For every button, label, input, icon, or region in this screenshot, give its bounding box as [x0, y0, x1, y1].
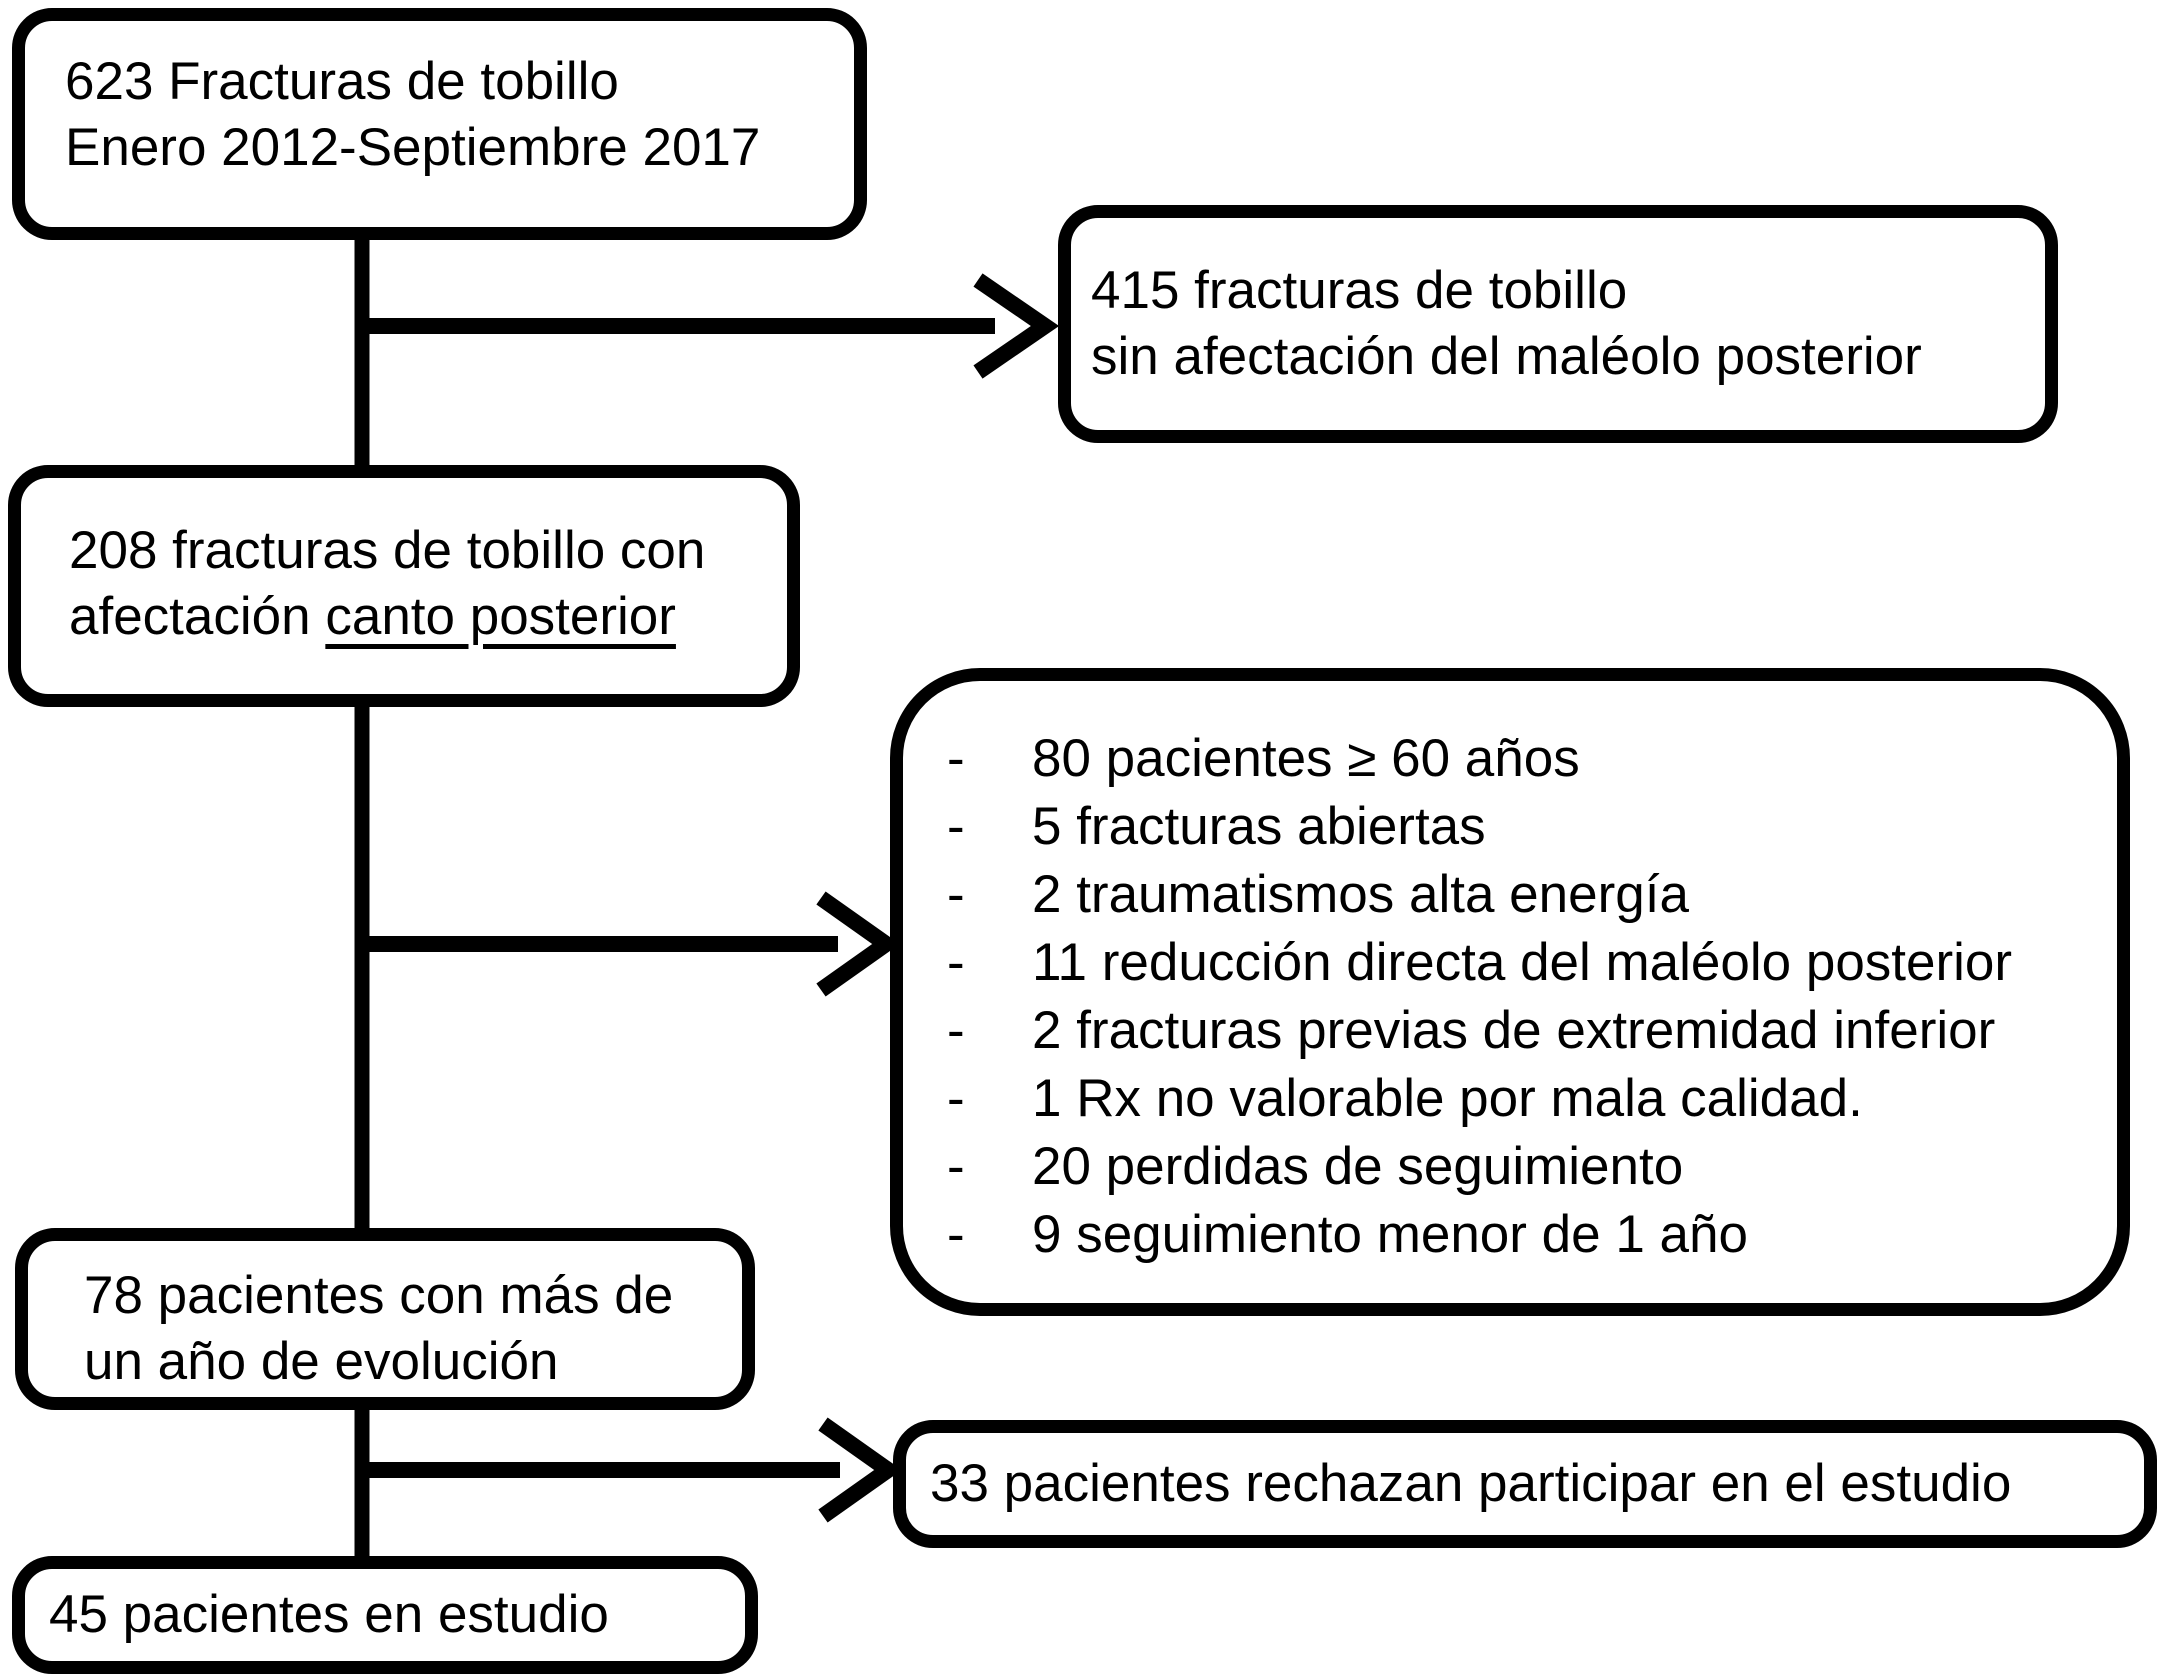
exclusion-item-label: 2 fracturas previas de extremidad inferi… — [1032, 1001, 1996, 1060]
exclusion-item-label: 11 reducción directa del maléolo posteri… — [1032, 933, 2013, 992]
exclusion-item-label: 9 seguimiento menor de 1 año — [1032, 1205, 1748, 1264]
box-final-line1: 45 pacientes en estudio — [49, 1585, 609, 1644]
arrow-to-exclusions — [356, 891, 900, 997]
arrowhead-icon — [973, 273, 1060, 379]
arrowhead-icon — [818, 1417, 902, 1523]
box-posterior-line1: 208 fracturas de tobillo con — [69, 521, 706, 580]
box-no-posterior-line2: sin afectación del maléolo posterior — [1091, 327, 1922, 386]
box-refused-line1: 33 pacientes rechazan participar en el e… — [930, 1454, 2012, 1513]
box-total-line1: 623 Fracturas de tobillo — [65, 52, 619, 111]
exclusion-item-label: 80 pacientes ≥ 60 años — [1032, 729, 1580, 788]
exclusion-item: - 9 seguimiento menor de 1 año — [947, 1201, 2117, 1269]
exclusion-item: - 5 fracturas abiertas — [947, 793, 2117, 861]
exclusion-item: - 20 perdidas de seguimiento — [947, 1133, 2117, 1201]
bullet-dash: - — [947, 1001, 965, 1060]
box-no-posterior-line1: 415 fracturas de tobillo — [1091, 261, 1628, 320]
bullet-dash: - — [947, 729, 965, 788]
bullet-dash: - — [947, 933, 965, 992]
exclusion-item-label: 1 Rx no valorable por mala calidad. — [1032, 1069, 1863, 1128]
exclusion-item: - 2 traumatismos alta energía — [947, 861, 2117, 929]
arrowhead-icon — [816, 891, 900, 997]
exclusion-item: - 80 pacientes ≥ 60 años — [947, 725, 2117, 793]
exclusion-item-label: 5 fracturas abiertas — [1032, 797, 1486, 856]
bullet-dash: - — [947, 1137, 965, 1196]
box-followup-line2: un año de evolución — [84, 1332, 559, 1391]
exclusion-item-label: 20 perdidas de seguimiento — [1032, 1137, 1684, 1196]
box-posterior-line2-prefix: afectación — [69, 587, 326, 646]
exclusion-item: - 2 fracturas previas de extremidad infe… — [947, 997, 2117, 1065]
exclusion-item: - 1 Rx no valorable por mala calidad. — [947, 1065, 2117, 1133]
box-total-line2: Enero 2012-Septiembre 2017 — [65, 118, 761, 177]
box-final-study-patients: 45 pacientes en estudio — [12, 1556, 758, 1674]
arrow-to-refused — [356, 1417, 902, 1523]
exclusion-item-label: 2 traumatismos alta energía — [1032, 865, 1689, 924]
bullet-dash: - — [947, 1205, 965, 1264]
box-exclusion-criteria: - 80 pacientes ≥ 60 años - 5 fracturas a… — [890, 668, 2130, 1316]
exclusion-list: - 80 pacientes ≥ 60 años - 5 fracturas a… — [947, 725, 2117, 1269]
box-followup-patients: 78 pacientes con más de un año de evoluc… — [15, 1228, 755, 1410]
bullet-dash: - — [947, 797, 965, 856]
box-posterior-involvement: 208 fracturas de tobillo con afectación … — [8, 465, 800, 707]
exclusion-item: - 11 reducción directa del maléolo poste… — [947, 929, 2117, 997]
box-posterior-line2: afectación canto posterior — [69, 584, 787, 650]
box-excluded-no-posterior: 415 fracturas de tobillo sin afectación … — [1058, 205, 2058, 443]
bullet-dash: - — [947, 865, 965, 924]
box-total-fractures: 623 Fracturas de tobillo Enero 2012-Sept… — [12, 8, 867, 240]
box-followup-line1: 78 pacientes con más de — [84, 1266, 674, 1325]
box-posterior-line2-underlined: canto posterior — [325, 587, 676, 646]
bullet-dash: - — [947, 1069, 965, 1128]
arrow-to-no-posterior — [356, 273, 1060, 379]
box-refused-patients: 33 pacientes rechazan participar en el e… — [893, 1420, 2157, 1548]
